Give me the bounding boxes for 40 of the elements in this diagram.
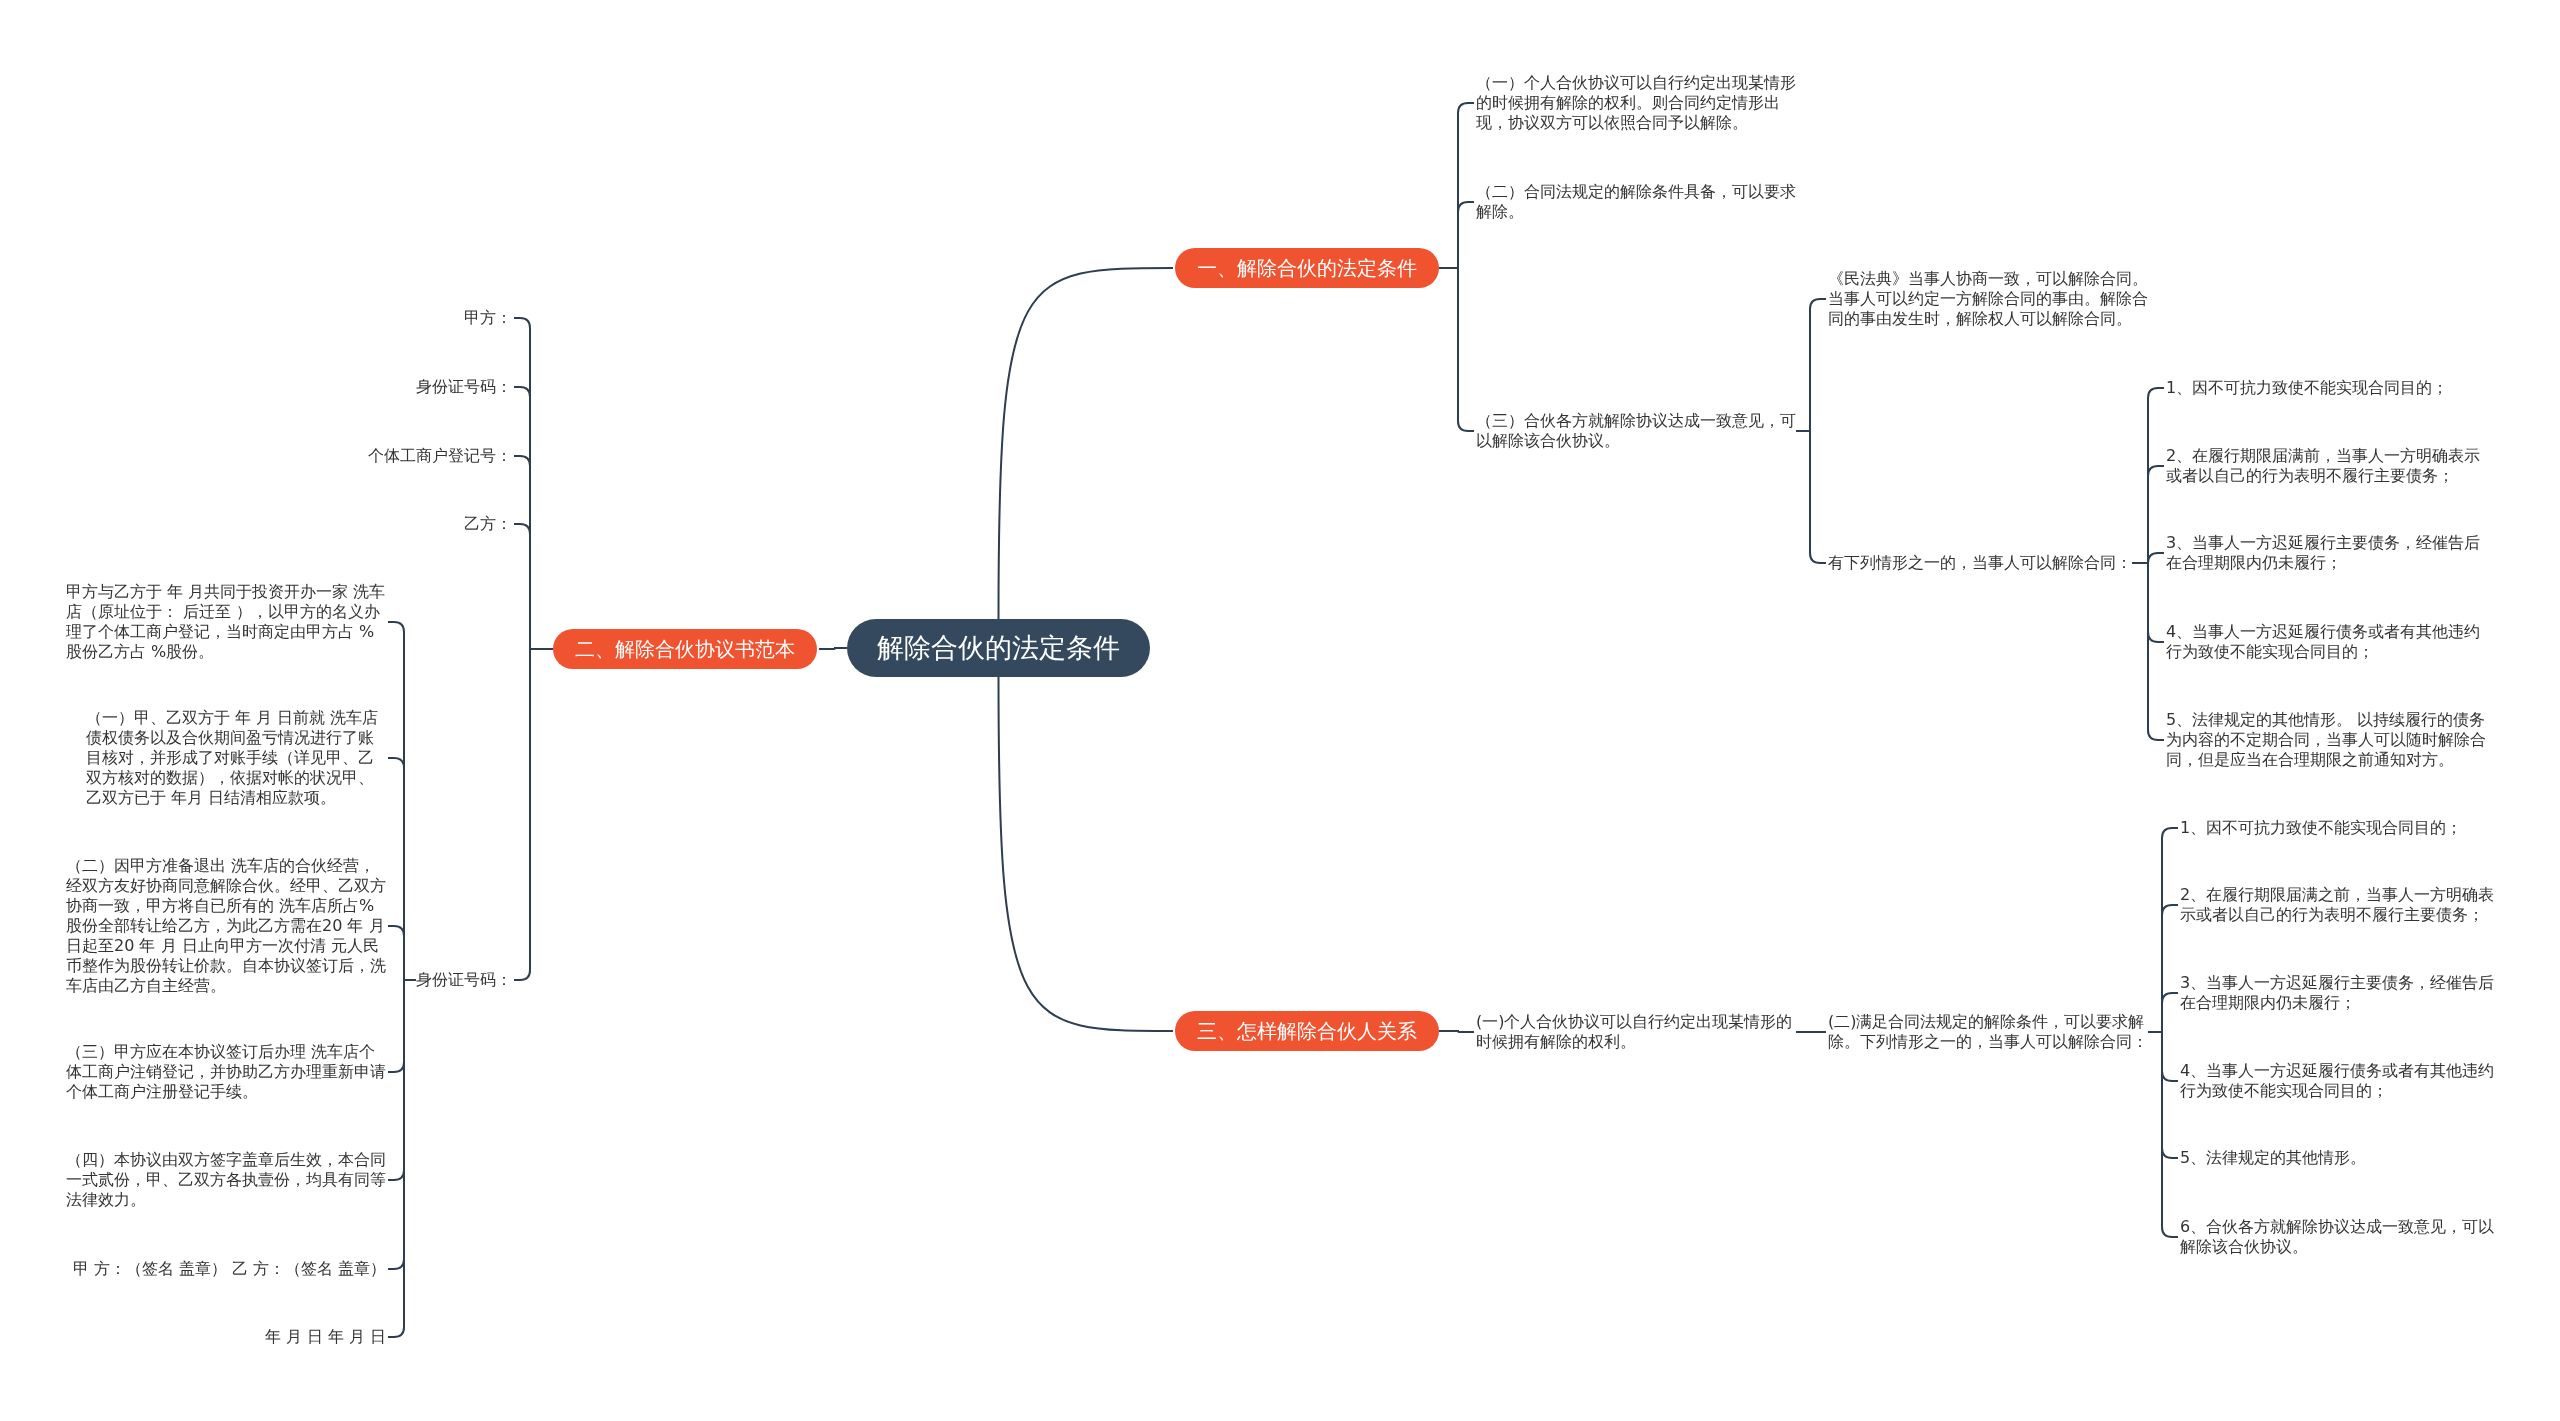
subtopic-text: 乙方： [464, 514, 512, 534]
subtopic-text: （一）甲、乙双方于 年 月 日前就 洗车店债权债务以及合伙期间盈亏情况进行了账目核对，并形成了对账手续（详见甲、乙双方核对的数据），依据对帐的状况甲、乙双方已于 年月 日结清相应款项。 [86, 708, 386, 808]
subtopic-text: 5、法律规定的其他情形。 [2180, 1148, 2367, 1168]
subtopic-text: 4、当事人一方迟延履行债务或者有其他违约行为致使不能实现合同目的； [2166, 622, 2496, 662]
subtopic-text: 6、合伙各方就解除协议达成一致意见，可以解除该合伙协议。 [2180, 1217, 2510, 1257]
connector-line [1438, 1030, 1475, 1033]
subtopic-text: （四）本协议由双方签字盖章后生效，本合同一式贰份，甲、乙双方各执壹份，均具有同等法律效力。 [66, 1150, 386, 1210]
connector-line [1795, 1031, 1827, 1033]
subtopic-text: （三）甲方应在本协议签订后办理 洗车店个体工商户注销登记，并协助乙方办理重新申请个体工商户注册登记手续。 [66, 1042, 386, 1102]
subtopic-text: 甲方： [464, 308, 512, 328]
branch-topic: 三、怎样解除合伙人关系 [1175, 1011, 1439, 1051]
subtopic-text: 2、在履行期限届满之前，当事人一方明确表示或者以自己的行为表明不履行主要债务； [2180, 885, 2510, 925]
subtopic-text: 甲方与乙方于 年 月共同于投资开办一家 洗车店（原址位于： 后迁至 ），以甲方的名义办理了个体工商户登记，当时商定由甲方占 %股份乙方占 %股份。 [66, 582, 386, 662]
subtopic-text: 1、因不可抗力致使不能实现合同目的； [2166, 378, 2449, 398]
subtopic-text: 年 月 日 年 月 日 [264, 1327, 386, 1347]
subtopic-text: 身份证号码： [416, 970, 512, 990]
subtopic-text: 个体工商户登记号： [368, 446, 512, 466]
subtopic-text: 身份证号码： [416, 377, 512, 397]
subtopic-text: （三）合伙各方就解除协议达成一致意见，可以解除该合伙协议。 [1476, 411, 1796, 451]
central-topic: 解除合伙的法定条件 [847, 619, 1150, 677]
subtopic-text: 《民法典》当事人协商一致，可以解除合同。当事人可以约定一方解除合同的事由。解除合同的事由发生时，解除权人可以解除合同。 [1828, 269, 2148, 329]
subtopic-text: （二）合同法规定的解除条件具备，可以要求解除。 [1476, 182, 1796, 222]
connector-line [818, 647, 848, 650]
connector-line [997, 267, 1174, 620]
subtopic-text: (一)个人合伙协议可以自行约定出现某情形的时候拥有解除的权利。 [1476, 1012, 1796, 1052]
connector-line [997, 676, 1174, 1032]
branch-topic: 二、解除合伙协议书范本 [553, 629, 817, 669]
branch-topic: 一、解除合伙的法定条件 [1175, 248, 1439, 288]
subtopic-text: 有下列情形之一的，当事人可以解除合同： [1828, 553, 2132, 573]
subtopic-text: (二)满足合同法规定的解除条件，可以要求解除。下列情形之一的，当事人可以解除合同： [1828, 1012, 2148, 1052]
subtopic-text: 2、在履行期限届满前，当事人一方明确表示或者以自己的行为表明不履行主要债务； [2166, 446, 2496, 486]
subtopic-text: 甲 方：（签名 盖章） 乙 方：（签名 盖章） [72, 1259, 386, 1279]
subtopic-text: （一）个人合伙协议可以自行约定出现某情形的时候拥有解除的权利。则合同约定情形出现，协议双方可以依照合同予以解除。 [1476, 73, 1796, 133]
connector-line [513, 648, 554, 981]
subtopic-text: （二）因甲方准备退出 洗车店的合伙经营，经双方友好协商同意解除合伙。经甲、乙双方协商一致，甲方将自已所有的 洗车店所占%股份全部转让给乙方，为此乙方需在20 年 月日起至20 年 月 日止向甲方一次付清 元人民币整作为股份转让价款。自本协议签订后，洗车店由乙方自主经营。 [66, 856, 386, 996]
subtopic-text: 3、当事人一方迟延履行主要债务，经催告后在合理期限内仍未履行； [2180, 973, 2510, 1013]
subtopic-text: 4、当事人一方迟延履行债务或者有其他违约行为致使不能实现合同目的； [2180, 1061, 2510, 1101]
subtopic-text: 1、因不可抗力致使不能实现合同目的； [2180, 818, 2463, 838]
subtopic-text: 5、法律规定的其他情形。 以持续履行的债务为内容的不定期合同，当事人可以随时解除合同，但是应当在合理期限之前通知对方。 [2166, 710, 2496, 770]
subtopic-text: 3、当事人一方迟延履行主要债务，经催告后在合理期限内仍未履行； [2166, 533, 2496, 573]
